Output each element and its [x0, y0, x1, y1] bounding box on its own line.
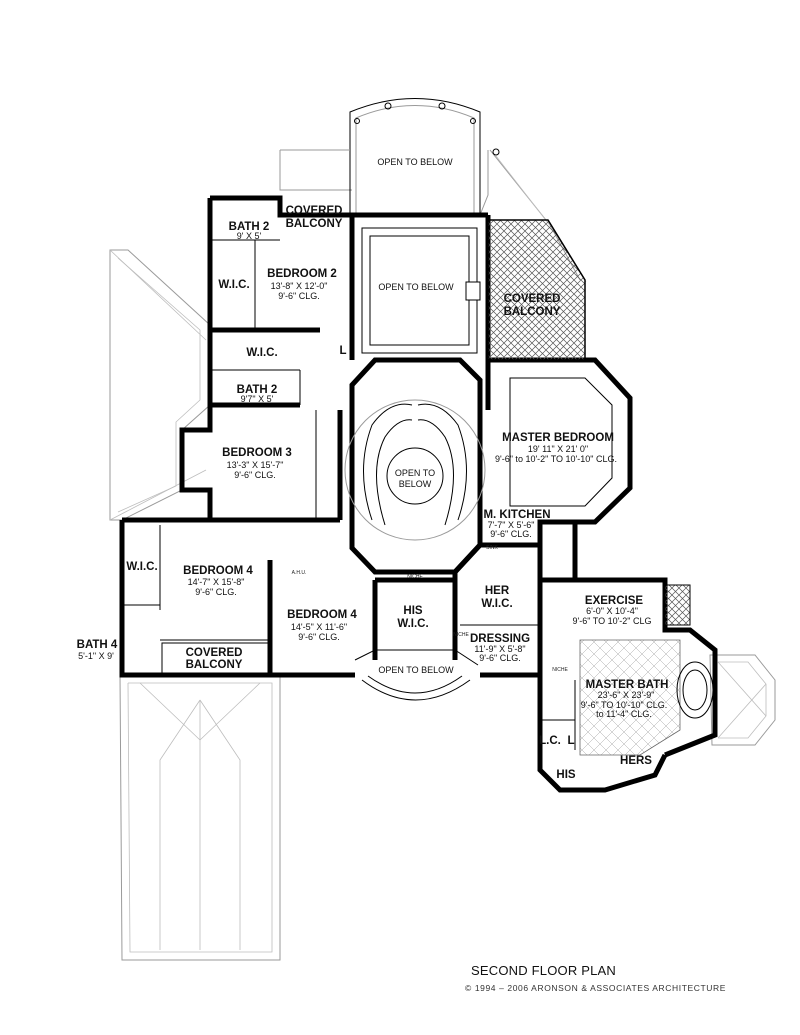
bedroom4b-clg: 9'-6" CLG. [298, 632, 339, 642]
dressing-name: DRESSING [470, 633, 530, 645]
bedroom4a-dims: 14'-7" X 15'-8" [188, 577, 245, 587]
m-kitchen-clg: 9'-6" CLG. [490, 529, 531, 539]
plan-copyright: © 1994 – 2006 ARONSON & ASSOCIATES ARCHI… [465, 983, 727, 993]
bedroom4a-name: BEDROOM 4 [183, 565, 253, 577]
master-bath-name: MASTER BATH [586, 679, 669, 691]
bedroom4a-clg: 9'-6" CLG. [195, 587, 236, 597]
exercise-name: EXERCISE [585, 595, 643, 607]
plan-title: SECOND FLOOR PLAN [471, 963, 616, 978]
walls [119, 195, 718, 793]
staircase [344, 399, 486, 541]
his-wic-line2: W.I.C. [397, 618, 428, 630]
hers-label: HERS [620, 755, 652, 767]
m-kitchen-name: M. KITCHEN [483, 509, 550, 521]
her-wic-line1: HER [485, 585, 510, 597]
master-bedroom-name: MASTER BEDROOM [502, 432, 614, 444]
her-wic-line2: W.I.C. [481, 598, 512, 610]
exercise-clg: 9'-6" TO 10'-2" CLG [572, 616, 651, 626]
bedroom3-dims: 13'-3" X 15'-7" [227, 460, 284, 470]
niche-2-label: NICHE [453, 632, 469, 638]
bottom-open-area [354, 649, 540, 701]
master-bath-dims: 23'-6" X 23'-9" [598, 690, 655, 700]
covered-balcony-1-line2: BALCONY [286, 218, 343, 230]
wic-3-label: W.I.C. [126, 561, 157, 573]
master-bedroom-clg: 9'-6" to 10'-2" TO 10'-10" CLG. [495, 454, 617, 464]
m-kitchen-dims: 7'-7" X 5'-6" [488, 520, 535, 530]
master-bath-clg1: 9'-6" TO 10'-10" CLG. [581, 700, 668, 710]
bedroom4b-name: BEDROOM 4 [287, 609, 357, 621]
bath2-top-dims: 9' X 5' [237, 231, 262, 241]
sink-label: SINK [486, 545, 498, 551]
top-open-area [280, 98, 500, 215]
covered-balcony-3-line1: COVERED [186, 647, 243, 659]
dressing-dims: 11'-9" X 5'-8" [474, 644, 525, 654]
lc-3-label: L [567, 735, 574, 747]
bath2-top-name: BATH 2 [229, 221, 270, 233]
dressing-clg: 9'-6" CLG. [479, 653, 520, 663]
wic-1-label: W.I.C. [218, 279, 249, 291]
room-labels: OPEN TO BELOW COVERED BALCONY BATH 2 9' … [77, 157, 669, 781]
his-wic-line1: HIS [403, 605, 423, 617]
wic-2-label: W.I.C. [246, 347, 277, 359]
bedroom2-clg: 9'-6" CLG. [278, 291, 319, 301]
open-top-label: OPEN TO BELOW [377, 157, 453, 167]
bath2-mid-dims: 9'7" X 5' [241, 394, 274, 404]
covered-balcony-2-line1: COVERED [504, 293, 561, 305]
bedroom4b-dims: 14'-5" X 11'-6" [291, 622, 347, 632]
covered-balcony-1-line1: COVERED [286, 205, 343, 217]
bath4-name: BATH 4 [77, 639, 118, 651]
master-bedroom-dims: 19' 11" X 21' 0" [528, 444, 588, 454]
exercise-dims: 6'-0" X 10'-4" [586, 606, 638, 616]
bath4-dims: 5'-1" X 9' [78, 651, 114, 661]
niche-3-label: NICHE [552, 667, 568, 673]
open-stair-line1: OPEN TO [395, 468, 435, 478]
lc-2-label: L.C. [539, 735, 561, 747]
lc-1-label: L [339, 345, 346, 357]
master-bath-clg2: to 11'-4" CLG. [596, 709, 652, 719]
bedroom2-dims: 13'-8" X 12'-0" [271, 281, 328, 291]
bedroom3-clg: 9'-6" CLG. [234, 470, 275, 480]
bedroom2-name: BEDROOM 2 [267, 268, 337, 280]
open-mid-label: OPEN TO BELOW [378, 282, 454, 292]
covered-balcony-3-line2: BALCONY [186, 659, 243, 671]
bath2-mid-name: BATH 2 [237, 384, 278, 396]
open-bottom-label: OPEN TO BELOW [378, 665, 454, 675]
ahu-label: A.H.U. [292, 570, 307, 576]
niche-1-label: NICHE [407, 574, 423, 580]
bedroom3-name: BEDROOM 3 [222, 447, 292, 459]
covered-balcony-2-line2: BALCONY [504, 306, 561, 318]
his-label: HIS [556, 769, 576, 781]
open-stair-line2: BELOW [399, 479, 432, 489]
